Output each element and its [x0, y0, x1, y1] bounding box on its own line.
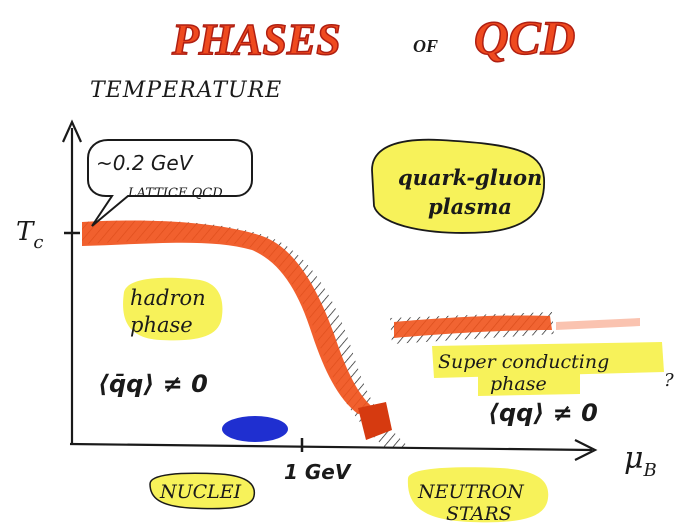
neutron-label-line1: NEUTRON	[417, 481, 525, 503]
region-superconducting: Super conducting phase ⟨qq⟩ ≠ 0 ?	[432, 342, 674, 427]
x-axis-label: μB	[624, 441, 657, 481]
boundary-band-lower	[358, 402, 392, 440]
phase-boundary	[82, 220, 640, 448]
y-tick-subscript: c	[33, 232, 43, 253]
qgp-label-line2: plasma	[428, 194, 512, 219]
region-hadron: hadron phase ⟨q̄q⟩ ≠ 0	[98, 277, 223, 398]
region-qgp: quark-gluon plasma	[371, 138, 545, 234]
axes: TEMPERATURE Tc μB 1 GeV	[16, 78, 657, 484]
diagram-title: PHASES OF QCD	[170, 11, 576, 66]
hadron-label-line1: hadron	[130, 286, 206, 310]
callout-value: ~0.2 GeV	[96, 151, 194, 175]
hadron-label-line2: phase	[130, 313, 193, 337]
nuclei-highlight	[149, 472, 256, 510]
y-axis-arrowhead	[61, 119, 83, 143]
lattice-callout: ~0.2 GeV LATTICE QCD	[87, 139, 253, 227]
hadron-condensate: ⟨q̄q⟩ ≠ 0	[98, 370, 208, 398]
neutron-highlight	[407, 467, 549, 523]
marker-neutron-stars: NEUTRON STARS	[407, 467, 549, 525]
sc-condensate: ⟨qq⟩ ≠ 0	[488, 399, 598, 427]
y-axis-label: TEMPERATURE	[90, 78, 282, 103]
boundary-band-right	[394, 315, 552, 338]
marker-nuclei: NUCLEI	[149, 472, 256, 510]
neutron-label-line2: STARS	[446, 503, 512, 525]
sc-question-mark: ?	[664, 370, 674, 391]
qgp-highlight	[371, 138, 545, 234]
sc-label-line1: Super conducting	[438, 351, 609, 373]
y-tick-label: Tc	[16, 217, 43, 253]
callout-bubble	[87, 139, 253, 227]
sc-label-line2: phase	[490, 373, 547, 395]
nuclei-blob	[222, 416, 288, 442]
x-tick-label: 1 GeV	[284, 460, 352, 484]
x-axis-subscript: B	[643, 460, 657, 481]
title-connector-of: OF	[413, 36, 438, 56]
x-axis-arrowhead	[574, 439, 598, 461]
title-word-qcd: QCD	[474, 12, 575, 65]
title-word-phases: PHASES	[171, 15, 341, 64]
boundary-band-upper	[82, 220, 376, 414]
qgp-label-line1: quark-gluon	[398, 165, 542, 190]
callout-source: LATTICE QCD	[127, 186, 223, 201]
hadron-highlight	[123, 277, 223, 341]
nuclei-label: NUCLEI	[159, 481, 242, 503]
boundary-band-right-tail	[556, 318, 640, 330]
sc-highlight-line1	[432, 342, 664, 378]
sc-highlight-line2	[478, 370, 580, 396]
x-axis	[69, 442, 593, 452]
